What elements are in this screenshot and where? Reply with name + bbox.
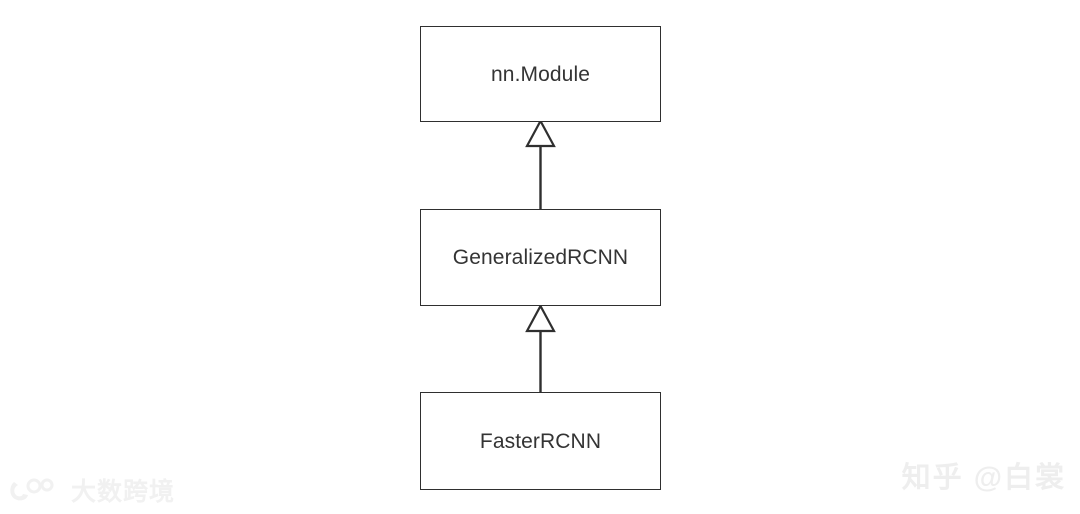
class-box-generalizedrcnn[interactable]: GeneralizedRCNN — [420, 209, 661, 306]
inheritance-arrowhead-2 — [525, 303, 556, 333]
dashujingjing-logo-icon — [10, 478, 54, 501]
generalization-generalizedrcnn-to-nnmodule — [525, 118, 556, 209]
class-box-fasterrcnn[interactable]: FasterRCNN — [420, 392, 661, 490]
watermark-left: 大数跨境 — [8, 472, 175, 508]
class-box-nn-module[interactable]: nn.Module — [420, 26, 661, 122]
class-box-label-nn-module: nn.Module — [491, 62, 590, 86]
inheritance-arrowhead-1 — [525, 118, 556, 148]
class-box-label-generalizedrcnn: GeneralizedRCNN — [452, 246, 629, 269]
generalization-fasterrcnn-to-generalizedrcnn — [525, 303, 556, 392]
watermark-left-text: 大数跨境 — [71, 478, 176, 506]
class-box-label-fasterrcnn: FasterRCNN — [479, 429, 602, 453]
watermark-right: 知乎 @白裳 — [901, 462, 1066, 494]
